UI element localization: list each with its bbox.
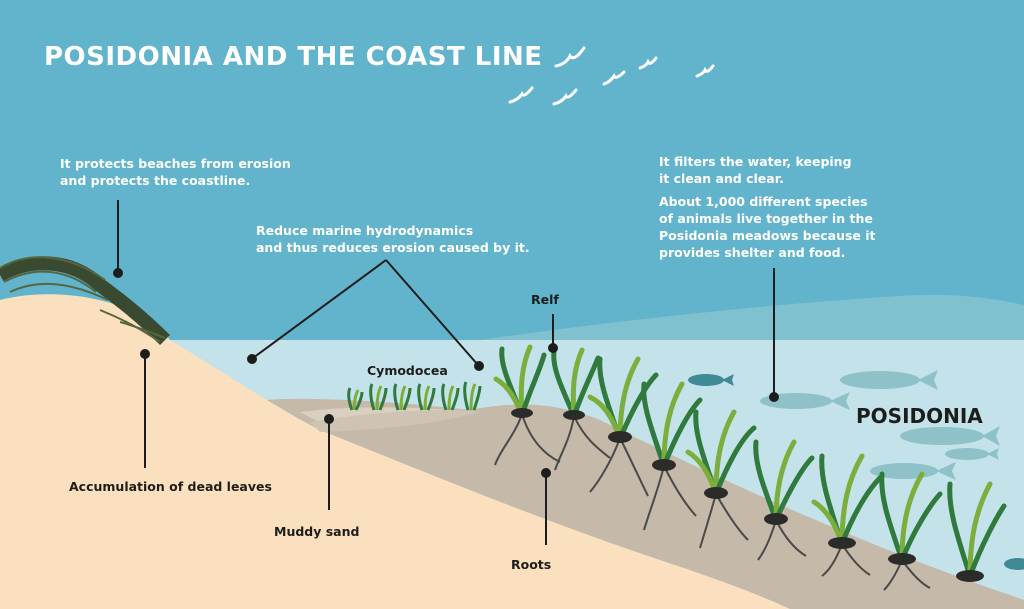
label-dead-leaves: Accumulation of dead leaves <box>69 479 272 494</box>
annotation-line: of animals live together in the <box>659 211 873 226</box>
annotation-erosion: It protects beaches from erosion and pro… <box>60 155 291 189</box>
annotation-line: and protects the coastline. <box>60 173 251 188</box>
label-roots: Roots <box>511 557 552 572</box>
annotation-filter: It filters the water, keeping it clean a… <box>659 153 852 187</box>
label-cymodocea: Cymodocea <box>367 363 448 378</box>
annotation-species: About 1,000 different species of animals… <box>659 193 876 261</box>
label-muddy-sand: Muddy sand <box>274 524 360 539</box>
annotation-line: and thus reduces erosion caused by it. <box>256 240 530 255</box>
dark-fish <box>688 374 1024 570</box>
annotation-line: Posidonia meadows because it <box>659 228 876 243</box>
posidonia-rhizomes <box>511 408 984 582</box>
annotation-line: provides shelter and food. <box>659 245 846 260</box>
fish-school <box>760 370 1000 480</box>
annotation-line: it clean and clear. <box>659 171 784 186</box>
posidonia-leaves <box>493 344 1007 579</box>
annotation-line: About 1,000 different species <box>659 194 868 209</box>
label-relf: Relf <box>531 292 559 307</box>
page-title: POSIDONIA AND THE COAST LINE <box>44 42 543 72</box>
sand-beach <box>0 294 790 609</box>
annotation-line: It protects beaches from erosion <box>60 156 291 171</box>
annotation-hydrodynamics: Reduce marine hydrodynamics and thus red… <box>256 222 530 256</box>
dead-leaves-pile <box>0 256 170 345</box>
distant-waves <box>480 294 1024 345</box>
muddy-sand-wedge <box>310 410 480 432</box>
birds <box>508 46 715 106</box>
callout-lines <box>113 200 779 545</box>
label-posidonia: POSIDONIA <box>856 404 983 428</box>
annotation-line: Reduce marine hydrodynamics <box>256 223 474 238</box>
cymodocea-plants <box>347 381 482 411</box>
annotation-line: It filters the water, keeping <box>659 154 852 169</box>
